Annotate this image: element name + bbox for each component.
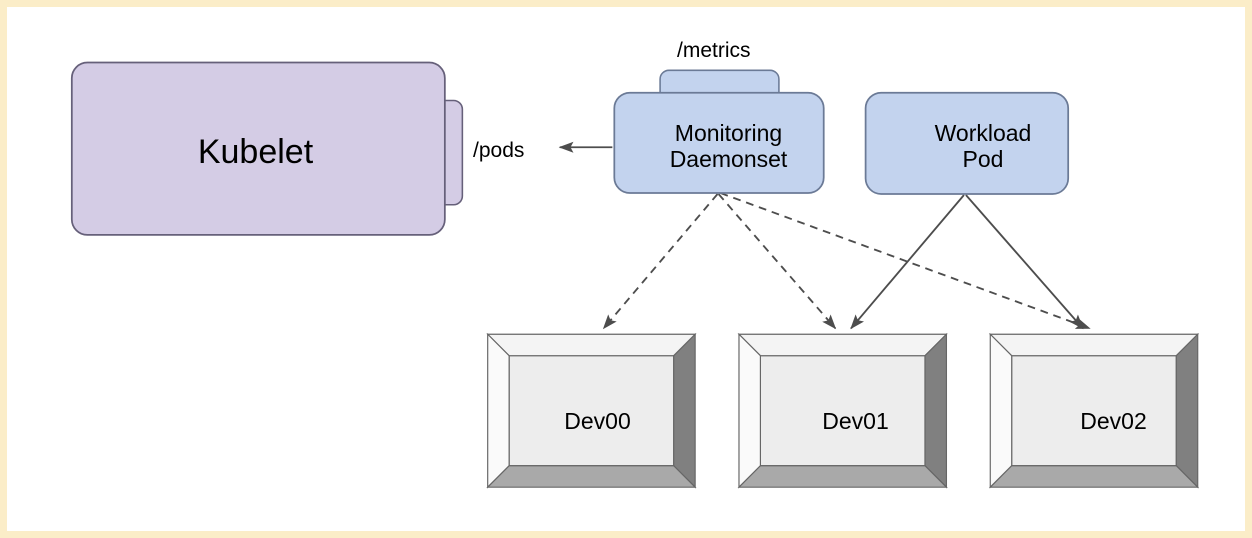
device-bevel-right [673,332,696,489]
node-body [70,61,446,236]
monitoring-daemonset-node[interactable] [613,69,825,194]
edge-workload-pod-to-dev02 [965,194,1084,330]
device-bevel-right [1175,332,1199,489]
edge-monitoring-daemonset-to-dev02 [720,192,1091,330]
device-bevel-right [924,332,948,489]
device-bevel-bottom [988,465,1200,488]
device-face [508,355,675,467]
kubelet-node[interactable] [70,61,464,236]
device-bevel-left [989,332,1013,489]
edge-monitoring-daemonset-to-dev00 [602,193,719,330]
device-bevel-bottom [486,465,697,488]
device-node-dev02[interactable] [988,332,1200,489]
node-body [613,91,825,194]
device-node-dev00[interactable] [486,332,697,489]
device-bevel-bottom [737,465,948,488]
edges-group [558,141,1091,330]
endpoint-label-pods: /pods [473,139,525,162]
node-body [864,91,1070,195]
endpoint-label-metrics: /metrics [677,39,751,62]
device-bevel-top [737,333,948,357]
device-face [1011,355,1177,467]
device-bevel-top [988,333,1200,357]
device-face [759,355,926,467]
device-bevel-top [486,333,697,357]
device-node-dev01[interactable] [737,332,948,489]
device-bevel-left [738,332,761,489]
workload-pod-node[interactable] [864,91,1070,195]
edge-workload-pod-to-dev01 [850,194,965,330]
nodes-group [70,61,1200,489]
diagram-vector-layer [70,61,1200,489]
device-bevel-left [487,332,510,489]
edge-monitoring-daemonset-to-dev01 [717,193,837,330]
